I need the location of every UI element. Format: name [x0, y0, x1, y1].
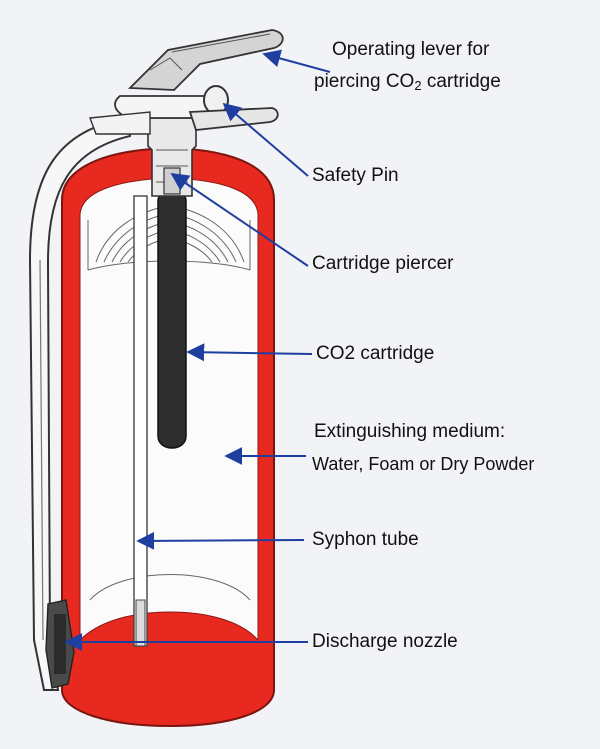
label-extinguishing-medium-line1: Extinguishing medium: [314, 421, 506, 442]
label-cartridge-piercer: Cartridge piercer [312, 253, 454, 274]
hose [28, 116, 132, 691]
label-operating-lever-subscript: 2 [414, 78, 422, 93]
syphon-tube [133, 195, 148, 647]
arrow-safety-pin [222, 102, 309, 177]
arrow-cartridge-piercer [170, 172, 309, 267]
label-syphon-tube: Syphon tube [312, 529, 419, 550]
arrow-co2-cartridge [186, 343, 313, 362]
label-safety-pin: Safety Pin [312, 165, 399, 186]
label-extinguishing-medium-line2: Water, Foam or Dry Powder [312, 454, 535, 474]
label-co2-cartridge: CO2 cartridge [316, 343, 435, 364]
label-operating-lever-line2: piercing CO2 cartridge [314, 70, 501, 94]
operating-lever [127, 29, 284, 91]
label-discharge-nozzle: Discharge nozzle [312, 631, 458, 652]
co2-cartridge-shape [157, 191, 187, 449]
label-operating-lever-prefix: piercing CO [314, 71, 415, 92]
label-operating-lever-line1: Operating lever for [332, 39, 490, 60]
arrow-syphon-tube [136, 531, 305, 550]
label-operating-lever-suffix: cartridge [421, 71, 501, 92]
arrow-operating-lever [262, 49, 331, 73]
